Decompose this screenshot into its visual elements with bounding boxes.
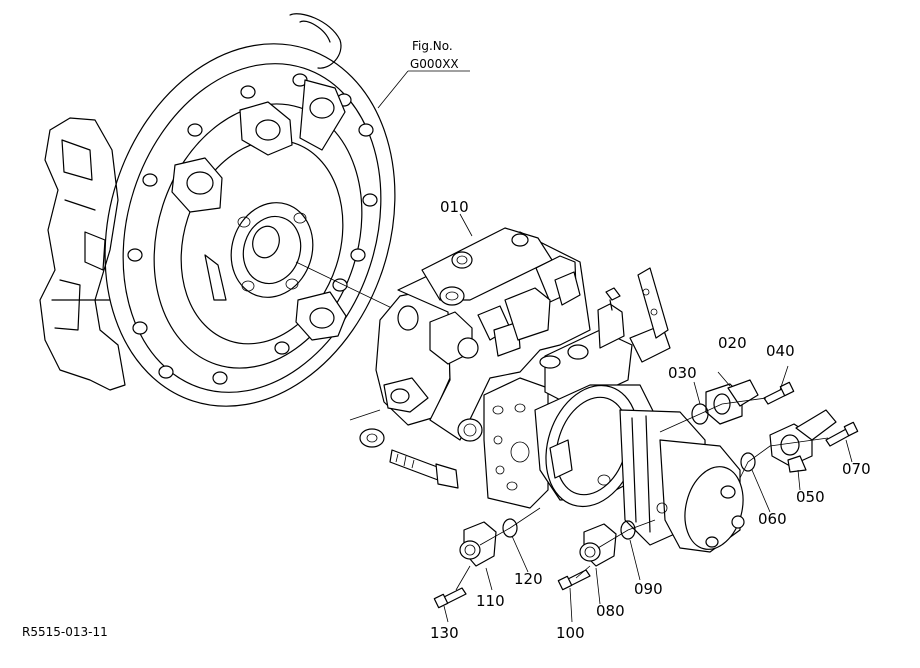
part-100-bolt	[557, 569, 591, 591]
part-labels: 010 020 030 040 050 060 070 080 090 100 …	[430, 198, 871, 642]
engine-flywheel-housing	[39, 13, 396, 407]
part-label-060: 060	[758, 510, 787, 528]
exploded-axis-lines	[455, 397, 829, 591]
part-130-bolt	[433, 587, 467, 609]
part-label-120: 120	[514, 570, 543, 588]
part-label-050: 050	[796, 488, 825, 506]
figure-reference: Fig.No. G000XX	[377, 39, 470, 109]
part-110-fitting	[459, 521, 497, 567]
assembly-axis	[295, 261, 401, 421]
figure-ref-line1: Fig.No.	[412, 39, 453, 53]
part-label-090: 090	[634, 580, 663, 598]
drawing-code: R5515-013-11	[22, 625, 108, 639]
part-label-040: 040	[766, 342, 795, 360]
main-pump-assembly	[375, 227, 745, 553]
part-040-bolt	[763, 381, 795, 405]
part-090-o-ring	[620, 520, 636, 540]
label-leader-lines	[443, 213, 853, 623]
part-label-080: 080	[596, 602, 625, 620]
part-020-flange	[705, 379, 759, 425]
part-label-010: 010	[440, 198, 469, 216]
part-120-o-ring	[502, 518, 518, 538]
part-070-bolt	[825, 421, 859, 447]
part-label-020: 020	[718, 334, 747, 352]
part-label-110: 110	[476, 592, 505, 610]
part-050-elbow	[769, 409, 837, 473]
part-080-fitting	[579, 523, 617, 567]
part-label-100: 100	[556, 624, 585, 642]
part-label-030: 030	[668, 364, 697, 382]
part-label-070: 070	[842, 460, 871, 478]
figure-ref-line2: G000XX	[410, 57, 459, 71]
part-label-130: 130	[430, 624, 459, 642]
housing-bolts	[127, 73, 378, 385]
part-060-o-ring	[740, 452, 756, 472]
mounting-bolt	[359, 428, 459, 489]
